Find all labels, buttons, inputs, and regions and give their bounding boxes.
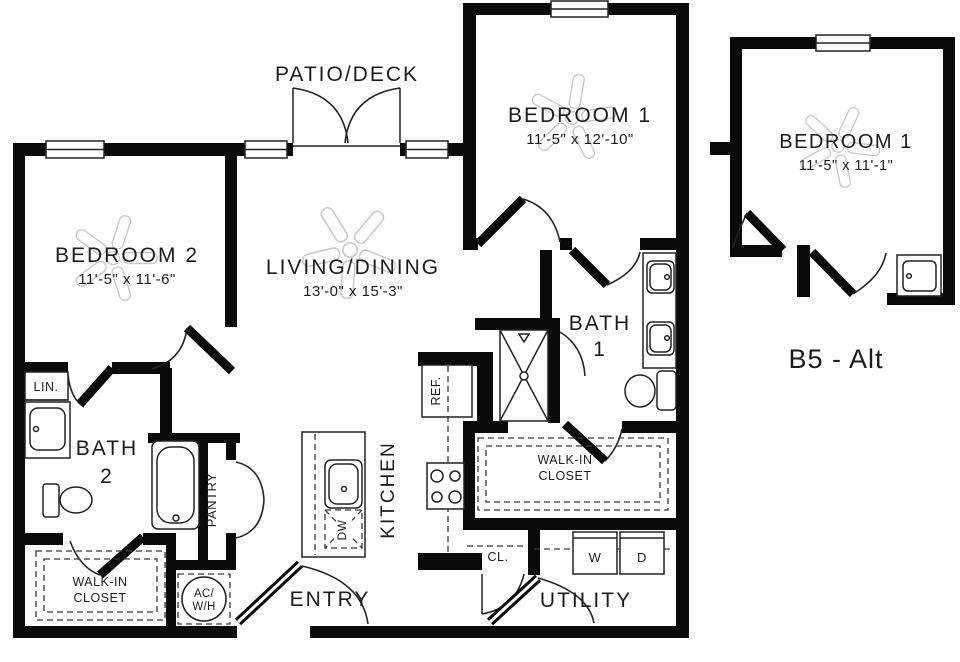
bath1-fixtures	[499, 252, 677, 422]
labels: PATIO/DECK BEDROOM 2 11'-5" x 11'-6" LIV…	[34, 63, 913, 613]
bath1-toilet	[624, 370, 677, 411]
bath2-number: 2	[100, 465, 114, 488]
bath1-label: BATH	[569, 312, 631, 335]
living-label: LIVING/DINING	[266, 256, 440, 279]
entry-label: ENTRY	[290, 588, 371, 611]
linen-label: LIN.	[34, 380, 59, 394]
utility-label: UTILITY	[540, 589, 632, 612]
kitchen-fixtures	[301, 364, 473, 558]
bath1-vanity	[642, 252, 677, 369]
walkin1-line1: WALK-IN	[537, 453, 592, 467]
bath2-label: BATH	[76, 437, 138, 460]
ac-wh-line2: W/H	[192, 601, 215, 613]
dryer-label: D	[637, 550, 647, 565]
ac-wh-line1: AC/	[194, 588, 215, 600]
washer-label: W	[589, 550, 602, 565]
patio-label: PATIO/DECK	[275, 63, 419, 86]
dishwasher	[324, 509, 363, 549]
dishwasher-label: DW	[335, 519, 349, 540]
doors	[67, 195, 641, 626]
walkin-closet1-door	[561, 420, 623, 465]
bathtub	[151, 440, 200, 530]
shower	[499, 329, 549, 422]
alt-sink	[896, 254, 942, 297]
walkin-closet1-shelving	[477, 437, 669, 511]
washer-box	[572, 531, 618, 575]
bedroom2-label: BEDROOM 2	[55, 244, 199, 267]
walkin2-line1: WALK-IN	[72, 575, 127, 589]
walkin-closet2-door	[69, 533, 146, 579]
linen-closet	[24, 371, 69, 401]
alt-window	[815, 34, 871, 52]
alt-bedroom-door	[732, 209, 787, 254]
bath2-toilet	[42, 483, 93, 518]
kitchen-label: KITCHEN	[378, 441, 399, 538]
kitchen-island	[301, 431, 366, 558]
patio-french-doors	[292, 87, 401, 147]
pantry-label: PANTRY	[204, 473, 219, 528]
entry-door	[234, 560, 369, 626]
closet-dashes	[35, 437, 674, 621]
windows	[45, 0, 609, 159]
bedroom1-label: BEDROOM 1	[508, 104, 652, 127]
interior-walls	[25, 156, 689, 626]
bath1-door	[568, 246, 641, 289]
bedroom1-dims: 11'-5" x 12'-10"	[526, 131, 634, 148]
walkin1-line2: CLOSET	[538, 469, 591, 483]
alt-plan-title: B5 - Alt	[788, 344, 883, 374]
utility-door	[486, 574, 595, 626]
alt-hall-door	[808, 248, 887, 298]
living-dims: 13'-0" x 15'-3"	[303, 283, 403, 300]
dryer-box	[619, 531, 665, 575]
bath2-sink	[24, 401, 71, 459]
ac-wh-closet	[177, 573, 231, 625]
fridge-label: REF.	[429, 376, 443, 405]
alt-bedroom-label: BEDROOM 1	[779, 131, 913, 153]
bedroom1-door	[474, 195, 561, 248]
walkin-closet2-shelving	[35, 550, 166, 621]
alt-doors	[732, 209, 887, 298]
shower-door-arc	[559, 331, 586, 377]
utility-fixtures	[572, 531, 665, 575]
window	[244, 140, 288, 159]
window	[405, 140, 449, 159]
stove	[426, 462, 465, 510]
window	[45, 140, 105, 159]
bath1-number: 1	[593, 338, 607, 361]
bedroom2-dims: 11'-5" x 11'-6"	[78, 271, 176, 288]
hall-closet-label: CL.	[488, 550, 509, 564]
walkin2-line2: CLOSET	[73, 591, 126, 605]
refrigerator	[421, 364, 473, 418]
alt-bedroom-dims: 11'-5" x 11'-1"	[799, 158, 894, 174]
bath2-door	[67, 365, 116, 408]
window	[550, 0, 609, 18]
ceiling-fans	[58, 66, 894, 315]
bedroom2-door	[151, 324, 236, 375]
pantry-doors	[235, 461, 265, 539]
bath2-fixtures	[24, 371, 200, 530]
